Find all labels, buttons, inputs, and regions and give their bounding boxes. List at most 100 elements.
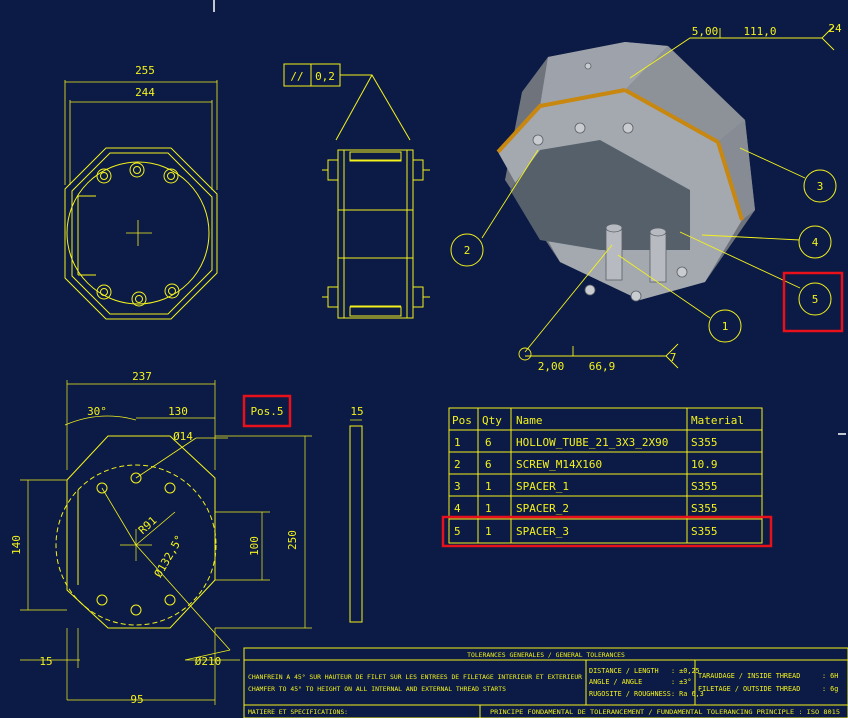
highlight-balloon-5 [782, 271, 844, 333]
dim-detail-height: 250 [286, 530, 299, 550]
thread-value: : 6g [822, 685, 838, 693]
top-view-bore [66, 161, 210, 305]
weld-leader-top [629, 37, 822, 79]
bom-row[interactable]: 4 1 SPACER_2 S355 [454, 502, 718, 515]
bom-cell: SCREW_M14X160 [516, 458, 602, 471]
weld-top-a: 5,00 [692, 25, 719, 38]
bom-cell: S355 [691, 480, 718, 493]
angle-label: ANGLE / ANGLE [589, 678, 642, 686]
tap-value: : 6H [822, 672, 838, 680]
iso-edge-stripe-1 [496, 88, 626, 154]
balloon-5: 5 [812, 293, 819, 306]
dim-detail-left: 15 [39, 655, 52, 668]
detail-plate-outline [66, 435, 216, 629]
dim-detail-angle: 30° [87, 405, 107, 418]
weld-bottom-tag: 7 [670, 351, 677, 364]
flatness-symbol: // [290, 70, 303, 83]
bom-header-qty: Qty [482, 414, 502, 427]
leader-4 [701, 234, 801, 241]
top-view-octagon-inner [71, 152, 213, 315]
top-view-bolts [96, 162, 180, 307]
chamfer-en: CHAMFER TO 45° TO HEIGHT ON ALL INTERNAL… [248, 685, 506, 693]
balloon-2: 2 [464, 244, 471, 257]
bom-cell: 10.9 [691, 458, 718, 471]
weld-leader-bottom [524, 244, 613, 353]
bom-cell: 5 [454, 525, 461, 538]
bom-cell: 3 [454, 480, 461, 493]
bom-header-name: Name [516, 414, 543, 427]
chamfer-fr: CHANFREIN A 45° SUR HAUTEUR DE FILET SUR… [248, 673, 582, 681]
bom-header-material: Material [691, 414, 744, 427]
dim-inner-width: 244 [135, 86, 155, 99]
bom-row[interactable]: 1 6 HOLLOW_TUBE_21_3X3_2X90 S355 [454, 436, 718, 449]
weld-top-b: 111,0 [743, 25, 776, 38]
leader-5 [679, 231, 801, 289]
tolerances-title: TOLERANCES GENERALES / GENERAL TOLERANCE… [467, 651, 625, 659]
bom-row[interactable]: 5 1 SPACER_3 S355 [454, 525, 718, 538]
leader-3 [739, 147, 806, 179]
bom-row[interactable]: 3 1 SPACER_1 S355 [454, 480, 718, 493]
bom-cell: SPACER_2 [516, 502, 569, 515]
bom-cell: 1 [454, 436, 461, 449]
detail-bore [55, 464, 217, 626]
bom-cell: S355 [691, 436, 718, 449]
weld-bottom-b: 66,9 [589, 360, 616, 373]
weld-bottom-a: 2,00 [538, 360, 565, 373]
dim-detail-center: 100 [248, 536, 261, 556]
thread-label: FILETAGE / OUTSIDE THREAD [698, 685, 800, 693]
balloon-1: 1 [722, 320, 729, 333]
angle-value: : ±3° [671, 678, 691, 686]
weld-tail-top [821, 25, 835, 51]
bom-table[interactable] [448, 407, 763, 544]
tolerancing-principle: PRINCIPE FONDAMENTAL DE TOLERANCEMENT / … [490, 708, 840, 716]
iso-right-face [718, 120, 755, 220]
iso-top-right-face [625, 46, 745, 142]
flatness-value: 0,2 [315, 70, 335, 83]
leader-1 [617, 254, 711, 319]
title-block [243, 647, 848, 718]
iso-edge-stripe-3 [716, 141, 744, 221]
bom-row[interactable]: 2 6 SCREW_M14X160 10.9 [454, 458, 718, 471]
top-view[interactable] [64, 80, 218, 320]
dim-detail-width: 237 [132, 370, 152, 383]
distance-value: : ±0,25 [671, 667, 700, 675]
side-view-body [337, 149, 414, 319]
highlight-bom-row-5 [441, 515, 773, 548]
bom-cell: HOLLOW_TUBE_21_3X3_2X90 [516, 436, 668, 449]
highlight-pos-label [242, 394, 292, 428]
iso-top-face [540, 42, 668, 106]
iso-edge-stripe-2 [624, 88, 719, 144]
bom-cell: 1 [485, 480, 492, 493]
dim-outer-width: 255 [135, 64, 155, 77]
bom-cell: 2 [454, 458, 461, 471]
bom-cell: 6 [485, 458, 492, 471]
roughness-value: : Ra 6,3 [671, 690, 704, 698]
roughness-label: RUGOSITE / ROUGHNESS [589, 690, 671, 698]
bom-header-pos: Pos [452, 414, 472, 427]
side-view[interactable] [283, 63, 430, 319]
material-label: MATIERE ET SPECIFICATIONS: [248, 708, 348, 716]
iso-view[interactable] [450, 25, 837, 369]
bom-cell: 6 [485, 436, 492, 449]
detail-holes [96, 472, 176, 616]
bom-cell: SPACER_3 [516, 525, 569, 538]
bom-cell: SPACER_1 [516, 480, 569, 493]
leader-2 [481, 149, 539, 239]
leader [335, 74, 373, 141]
dim-detail-height-inner: 140 [10, 535, 23, 555]
dim-detail-half: 130 [168, 405, 188, 418]
bom-header: Pos Qty Name Material [452, 414, 744, 427]
dim-thickness: 15 [350, 405, 363, 418]
bom-cell: 4 [454, 502, 461, 515]
tap-label: TARAUDAGE / INSIDE THREAD [698, 672, 800, 680]
bom-cell: 1 [485, 525, 492, 538]
iso-opening [510, 140, 690, 250]
weld-top-tag: 24 [828, 22, 842, 35]
bom-cell: S355 [691, 525, 718, 538]
detail-view[interactable] [20, 380, 363, 705]
balloon-3: 3 [817, 180, 824, 193]
iso-bolts [532, 62, 688, 302]
dim-detail-hole: Ø14 [173, 430, 193, 443]
balloons [450, 169, 837, 343]
